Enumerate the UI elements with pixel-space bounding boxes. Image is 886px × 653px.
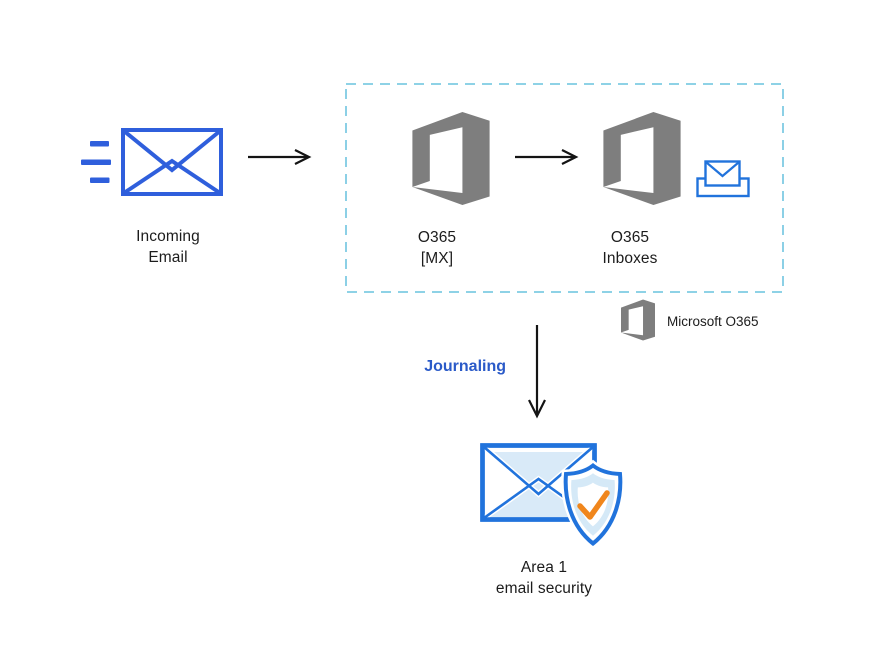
envelope-flap bbox=[122, 129, 222, 173]
speed-line-icon bbox=[90, 177, 110, 183]
inbox-envelope-flap bbox=[705, 161, 740, 178]
office-365-logo bbox=[621, 299, 655, 341]
envelope-shield-check-icon bbox=[480, 443, 625, 549]
area1-label-line1: Area 1 bbox=[520, 559, 568, 576]
down-arrow-icon bbox=[528, 325, 546, 419]
security-shield bbox=[561, 459, 625, 549]
o365-mx-label-line1: O365 bbox=[417, 229, 457, 246]
o365-mx-label-line2: [MX] bbox=[420, 250, 454, 267]
envelope-back-folds bbox=[122, 158, 222, 195]
o365-inboxes-label-line1: O365 bbox=[610, 229, 650, 246]
incoming-email-label: Incoming Email bbox=[88, 226, 248, 268]
o365-mx-label: O365 [MX] bbox=[377, 227, 497, 269]
speed-line-icon bbox=[81, 159, 111, 165]
incoming-envelope-icon bbox=[81, 128, 223, 196]
check-mark-icon bbox=[577, 490, 610, 520]
area1-label: Area 1 email security bbox=[464, 557, 624, 599]
area1-label-line2: email security bbox=[495, 580, 593, 597]
speed-line-icon bbox=[90, 141, 109, 147]
office-365-logo bbox=[603, 112, 681, 205]
envelope-flap bbox=[491, 452, 586, 494]
o365-inboxes-label-line2: Inboxes bbox=[602, 250, 658, 267]
inbox-tray-envelope-icon bbox=[696, 160, 750, 198]
right-arrow-icon bbox=[515, 149, 579, 165]
incoming-email-label-line1: Incoming bbox=[136, 228, 200, 245]
office-365-logo bbox=[412, 112, 490, 205]
microsoft-o365-legend-label: Microsoft O365 bbox=[667, 314, 759, 329]
envelope-bottom bbox=[490, 481, 587, 517]
journaling-label: Journaling bbox=[424, 358, 506, 375]
o365-inboxes-label: O365 Inboxes bbox=[570, 227, 690, 269]
right-arrow-icon bbox=[248, 149, 312, 165]
incoming-email-label-line2: Email bbox=[148, 249, 188, 266]
